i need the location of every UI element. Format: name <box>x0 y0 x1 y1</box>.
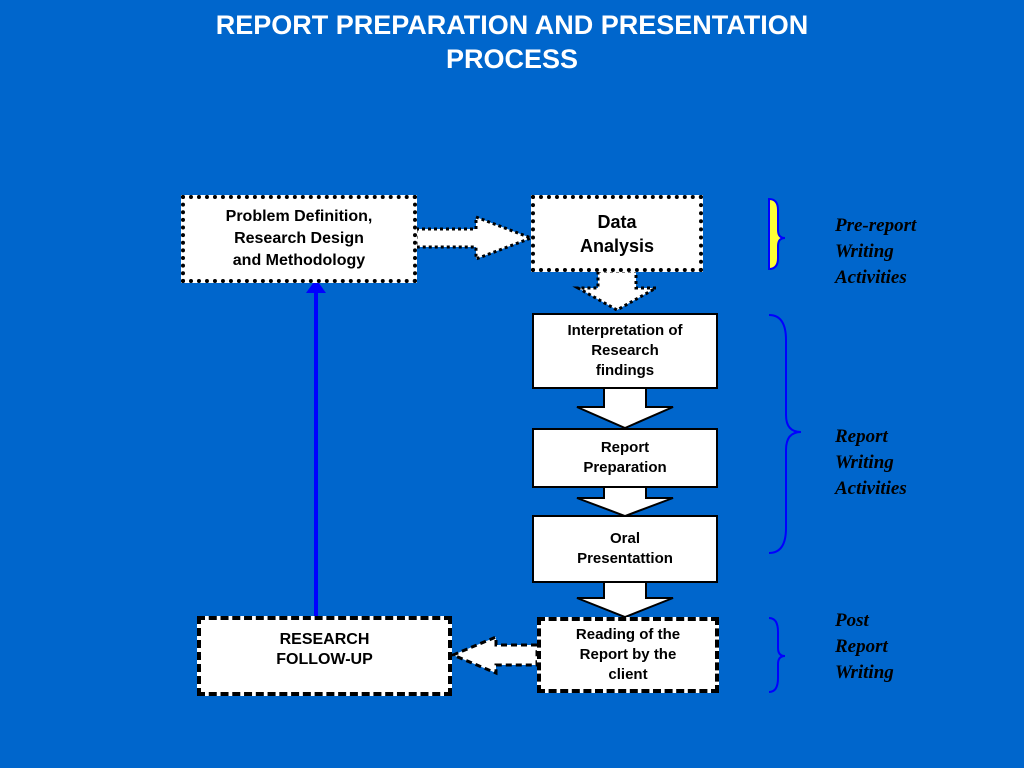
interpretation-box: Interpretation of Research findings <box>532 313 718 389</box>
problem-definition-box: Problem Definition, Research Design and … <box>181 195 417 283</box>
post-report-label: Post Report Writing <box>835 610 894 683</box>
arrow-to-report-preparation <box>576 387 674 430</box>
report-preparation-box: Report Preparation <box>532 428 718 488</box>
arrow-to-oral-presentation <box>576 486 674 518</box>
reading-label: Reading of the Report by the client <box>575 626 681 683</box>
oral-presentation-box: Oral Presentattion <box>532 515 718 583</box>
problem-definition-label: Problem Definition, Research Design and … <box>225 208 373 269</box>
data-analysis-label: Data Analysis <box>579 211 655 256</box>
pre-report-label: Pre-report Writing Activities <box>835 215 917 288</box>
oral-presentation-label: Oral Presentattion <box>577 530 673 567</box>
data-analysis-box: Data Analysis <box>531 195 703 272</box>
title-line-2: PROCESS <box>445 44 579 74</box>
report-preparation-label: Report Preparation <box>583 439 667 476</box>
page-title: REPORT PREPARATION AND PRESENTATION PROC… <box>0 8 1024 76</box>
arrow-to-follow-up <box>449 634 539 676</box>
title-line-1: REPORT PREPARATION AND PRESENTATION <box>215 10 809 40</box>
follow-up-box: RESEARCH FOLLOW-UP <box>197 616 452 696</box>
interpretation-label: Interpretation of Research findings <box>567 322 683 379</box>
arrow-to-interpretation <box>572 269 662 312</box>
report-writing-brace <box>768 314 802 554</box>
pre-report-brace <box>768 197 786 271</box>
arrow-to-data-analysis <box>414 214 536 262</box>
report-writing-label: Report Writing Activities <box>835 426 907 499</box>
feedback-arrowhead <box>306 279 326 293</box>
arrow-to-reading <box>576 581 674 619</box>
reading-box: Reading of the Report by the client <box>537 617 719 693</box>
follow-up-label: RESEARCH FOLLOW-UP <box>276 631 373 668</box>
post-report-brace <box>768 617 786 693</box>
